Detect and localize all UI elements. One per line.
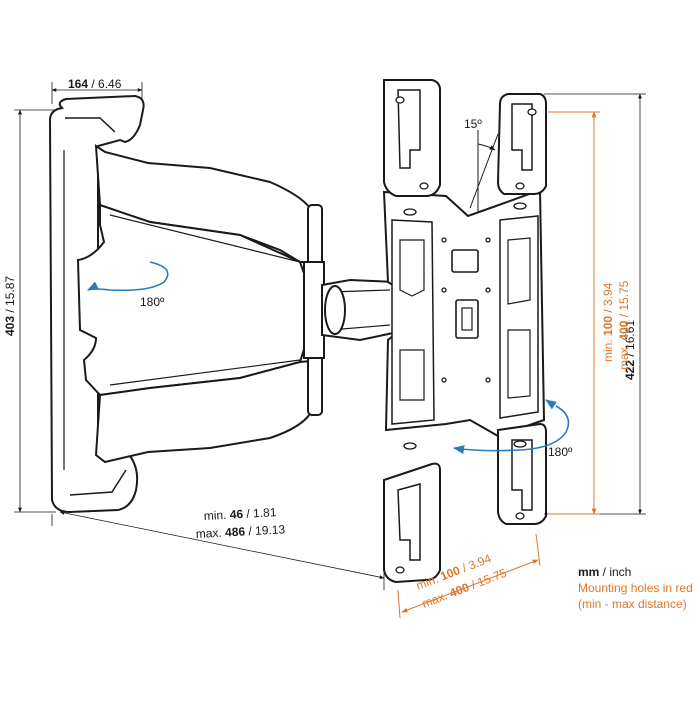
horizontal-holes-min-mm: 100 <box>438 563 462 583</box>
extension-dimension-lines <box>51 510 385 590</box>
extension-min-prefix: min. <box>203 508 230 523</box>
legend-units-inch: / inch <box>599 565 632 579</box>
extension-max-inch: / 19.13 <box>245 522 286 538</box>
tv-plate <box>382 79 547 584</box>
legend-mounting-holes: Mounting holes in red <box>578 581 693 595</box>
plate-height-dimension: 422 / 16.61 <box>623 320 637 380</box>
vertical-holes-max-mm: 400 <box>617 320 631 340</box>
horizontal-holes-max-prefix: max. <box>420 587 452 611</box>
extension-min: min. 46 / 1.81 <box>203 505 277 523</box>
extension-min-mm: 46 <box>229 507 243 522</box>
extension-min-inch: / 1.81 <box>243 505 277 521</box>
rotation-angle-label: 180º <box>548 445 573 459</box>
horizontal-holes-max-mm: 400 <box>447 580 471 600</box>
vertical-holes-min: min. 100 / 3.94 <box>601 282 615 362</box>
depth-dimension-lines <box>51 82 143 104</box>
wall-height-mm: 403 <box>3 316 17 336</box>
rotation-arrow <box>452 399 570 454</box>
vertical-holes-max-inch: / 15.75 <box>617 280 631 320</box>
vertical-holes-max: max. 400 / 15.75 <box>617 280 631 370</box>
legend-units: mm / inch <box>578 564 693 580</box>
units-legend: mm / inch Mounting holes in red (min - m… <box>578 564 693 612</box>
horizontal-holes-dimension-lines <box>397 533 541 619</box>
depth-value-mm: 164 <box>68 77 88 91</box>
vertical-holes-dimension-lines <box>548 111 600 515</box>
plate-height-inch: / 16.61 <box>623 320 637 360</box>
vertical-holes-min-prefix: min. <box>601 336 615 362</box>
swivel-arrow <box>86 261 169 292</box>
tilt-indicator <box>469 130 499 212</box>
extension-max: max. 486 / 19.13 <box>195 522 285 541</box>
depth-value-inch: / 6.46 <box>88 77 122 91</box>
wall-height-dimension-lines <box>14 109 56 513</box>
articulating-arm <box>76 144 400 464</box>
plate-height-mm: 422 <box>623 360 637 380</box>
wall-height-inch: / 15.87 <box>3 276 17 316</box>
legend-distance-note: (min - max distance) <box>578 597 687 611</box>
vertical-holes-max-prefix: max. <box>617 341 631 370</box>
extension-max-mm: 486 <box>225 524 246 539</box>
vertical-holes-min-inch: / 3.94 <box>601 282 615 316</box>
vertical-holes-min-mm: 100 <box>601 316 615 336</box>
extension-max-prefix: max. <box>195 525 225 541</box>
wall-height-dimension: 403 / 15.87 <box>3 276 17 336</box>
swivel-angle-label: 180º <box>140 295 165 309</box>
depth-dimension: 164 / 6.46 <box>68 77 122 91</box>
legend-units-mm: mm <box>578 565 600 579</box>
tilt-angle-label: 15º <box>464 117 482 131</box>
plate-holes <box>395 96 537 574</box>
